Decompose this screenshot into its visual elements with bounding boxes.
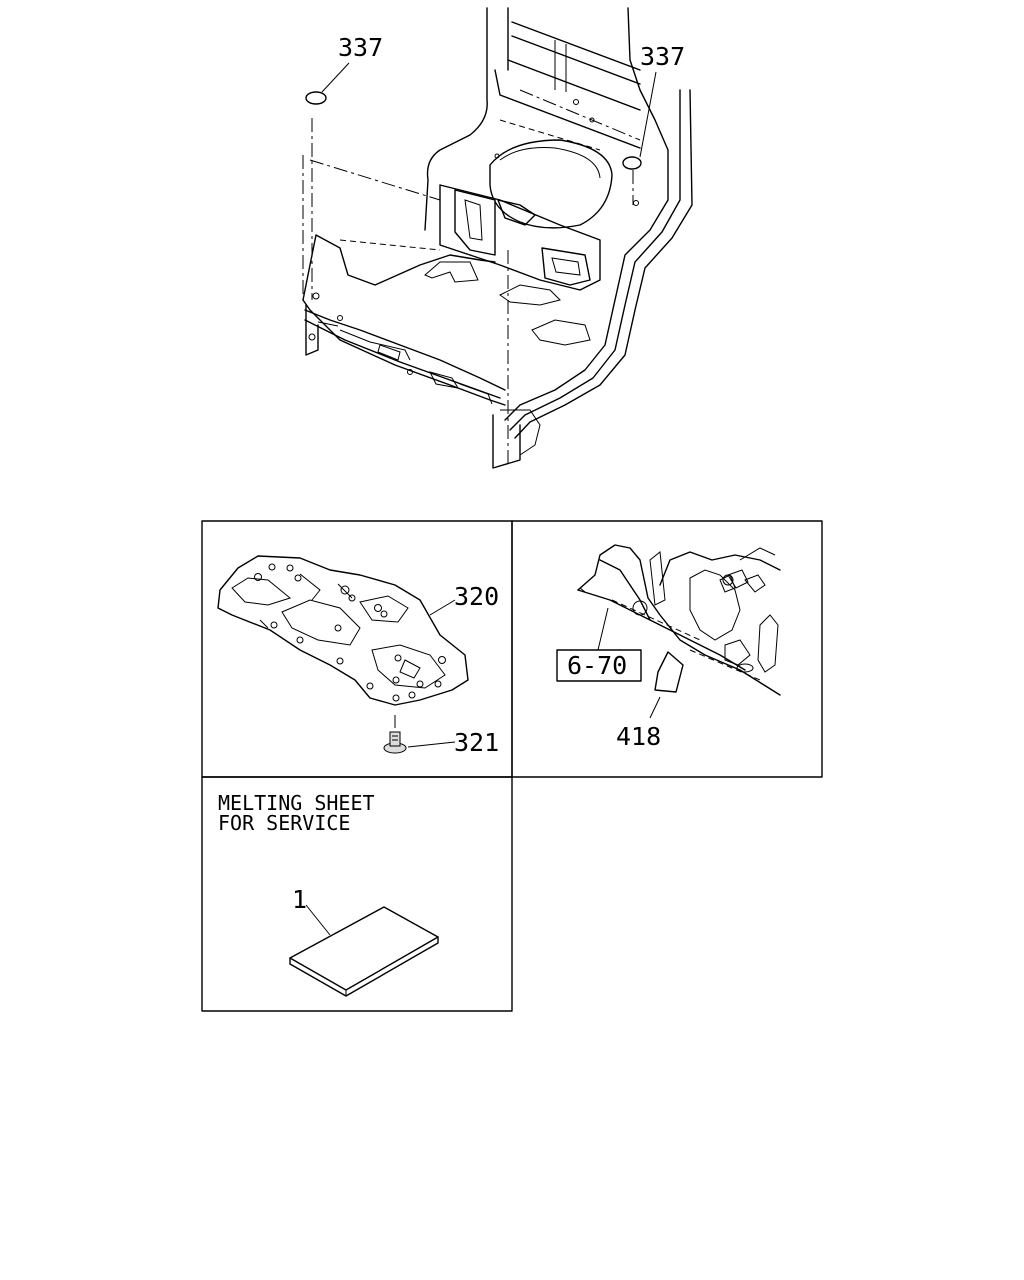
melting-sheet-1 <box>289 904 439 997</box>
plug-337-right <box>622 71 657 170</box>
panel-title-line2: FOR SERVICE <box>218 811 350 835</box>
callout-1: 1 <box>292 885 307 914</box>
reference-box-6-70 <box>556 649 642 682</box>
callout-337-left: 337 <box>338 33 383 62</box>
callout-337-right: 337 <box>640 42 685 71</box>
detail-panel-grid <box>201 520 823 1012</box>
clip-321 <box>383 715 456 754</box>
body-detail-418 <box>577 544 781 719</box>
callout-320: 320 <box>454 582 499 611</box>
floor-panel-assembly <box>302 7 693 469</box>
reference-6-70: 6-70 <box>567 651 627 680</box>
panel-title-line1: MELTING SHEET <box>218 791 375 815</box>
insulator-320 <box>217 555 469 706</box>
callout-418: 418 <box>616 722 661 751</box>
plug-337-left <box>305 62 350 105</box>
callout-321: 321 <box>454 728 499 757</box>
